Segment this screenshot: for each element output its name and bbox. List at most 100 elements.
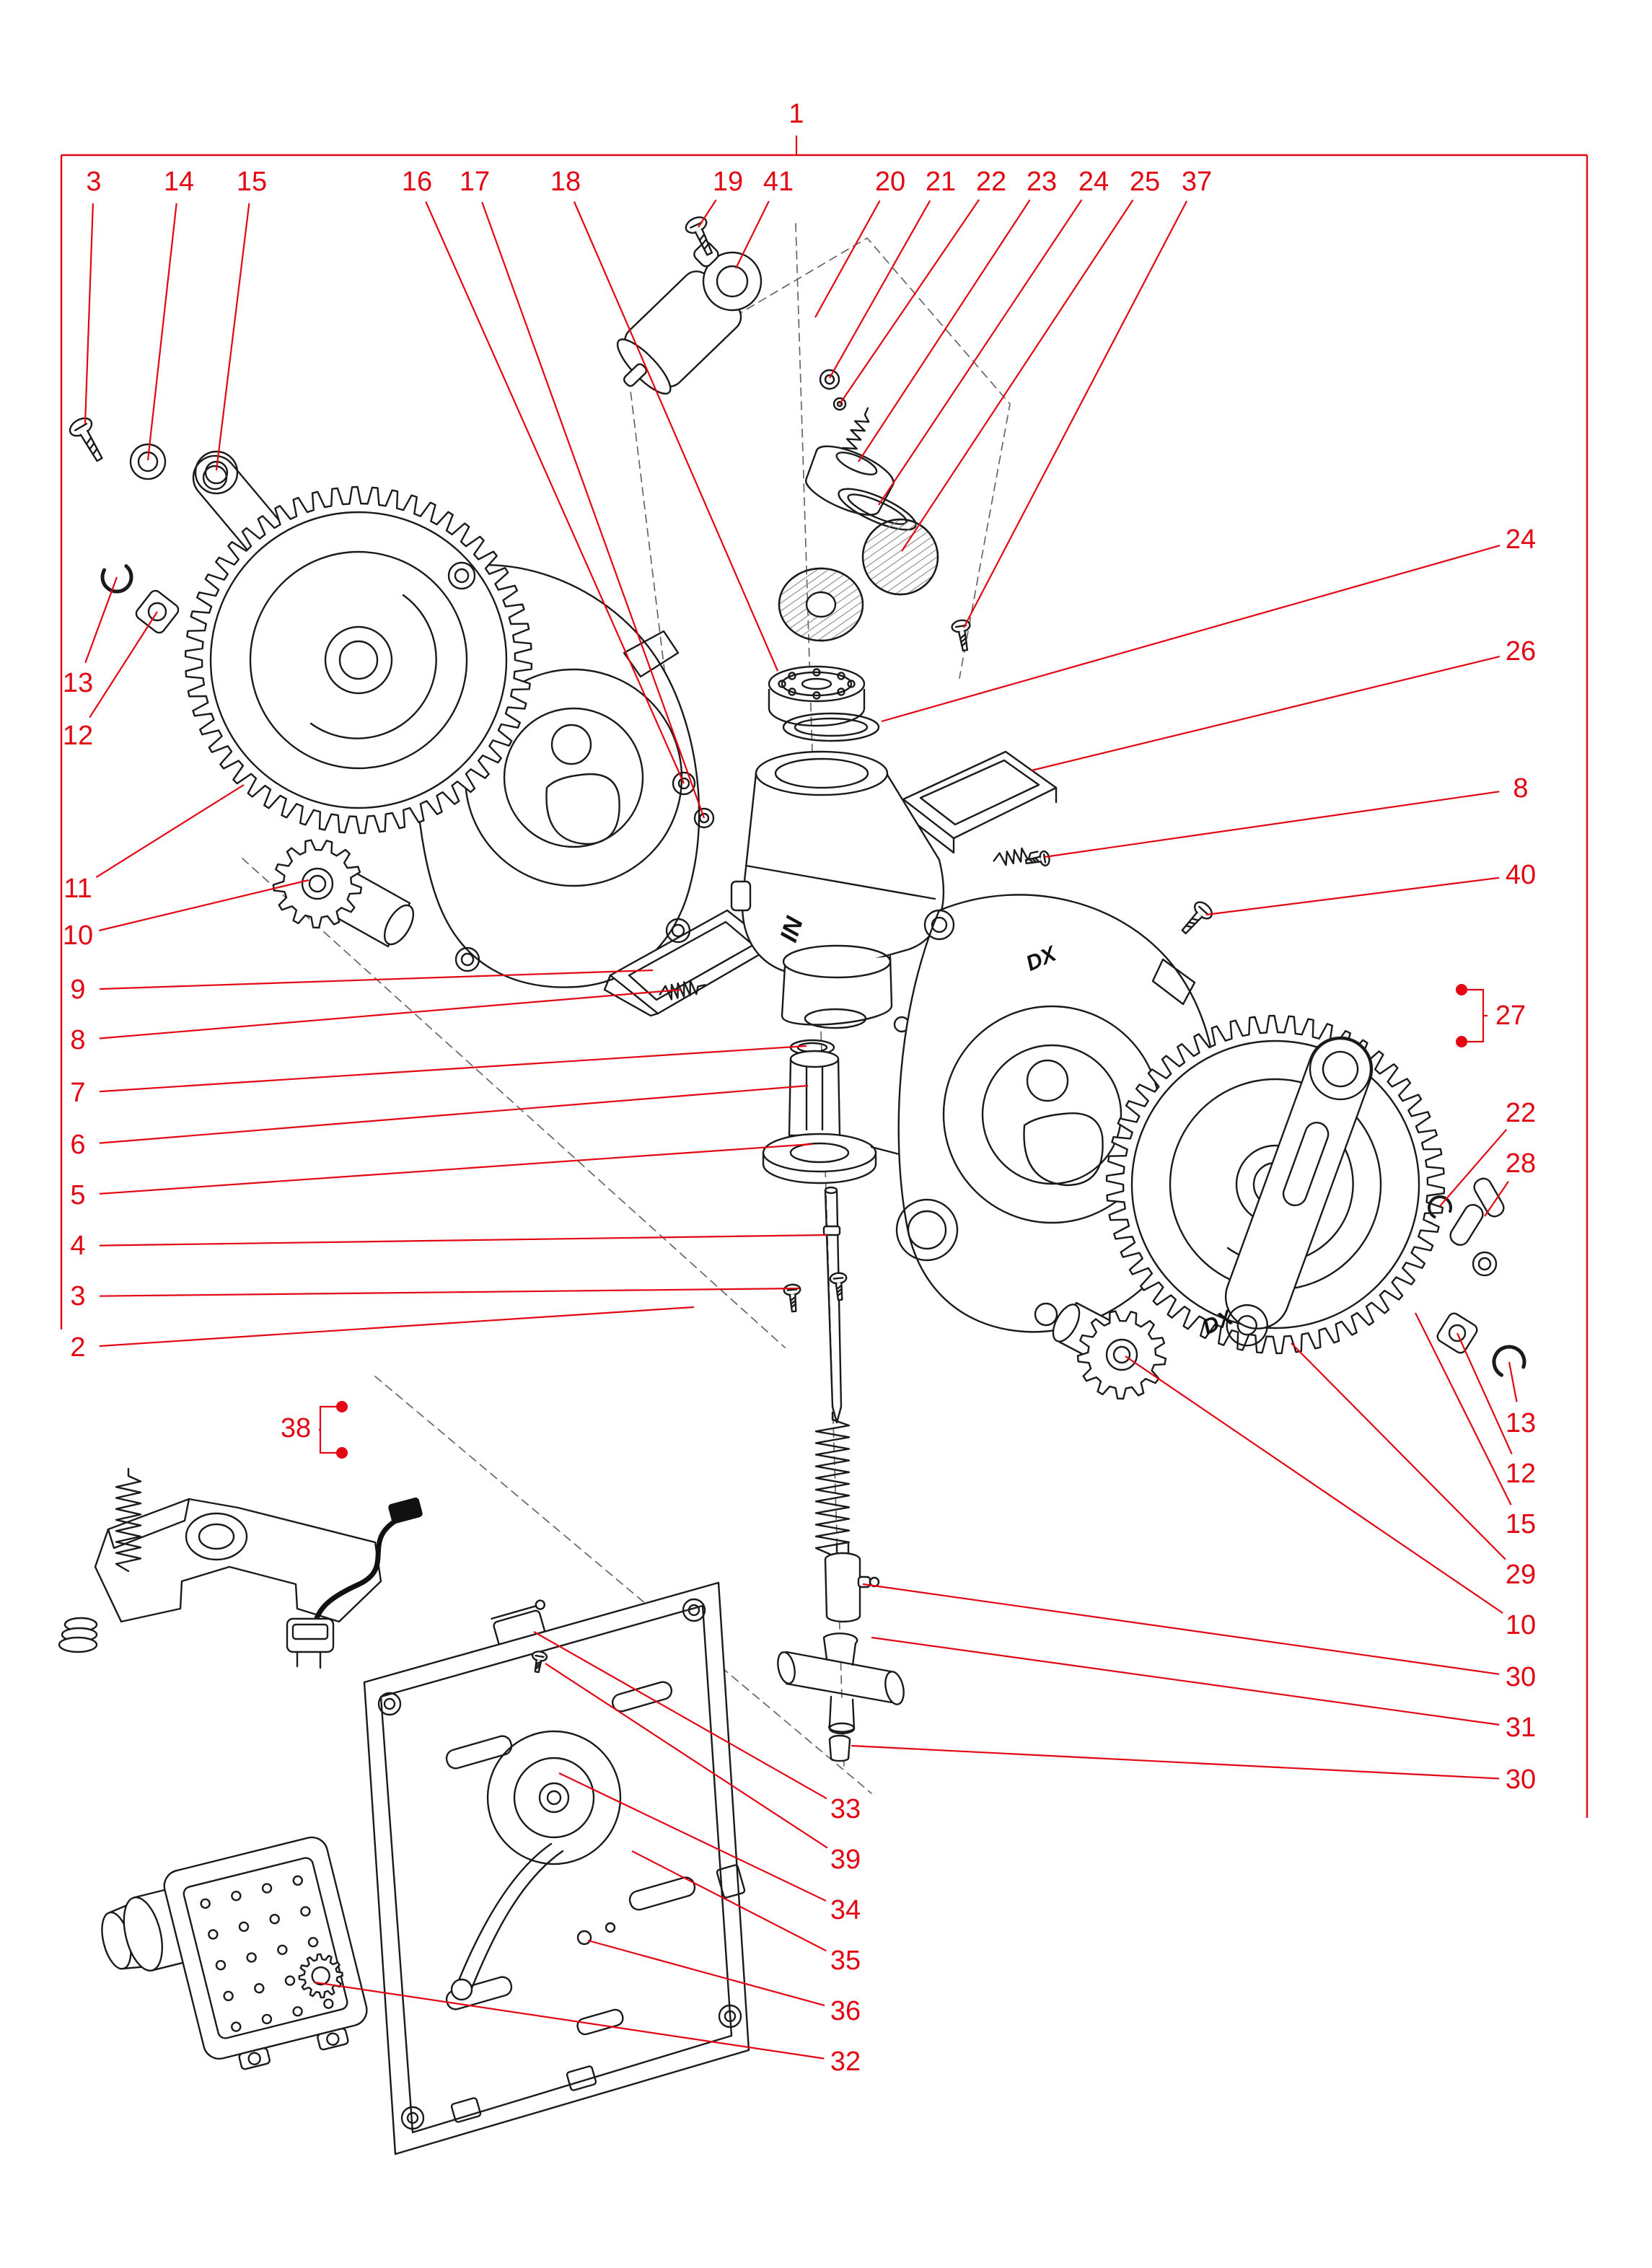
callout-40-19: 40 [1506,860,1536,890]
leader-line-17 [481,201,706,819]
callout-18-6: 18 [550,167,581,197]
leader-line-22 [839,199,980,405]
yoke-spring [115,1467,142,1573]
bracket-spring [993,847,1039,866]
frame-spring [659,980,706,1001]
leader-line-3 [99,1287,800,1297]
motor-shaft-knob [298,1953,343,1999]
leader-line-10 [1125,1355,1503,1614]
leader-bracket-27 [1462,988,1488,1043]
leader-line-16 [425,201,685,784]
leader-bracket-38 [319,1405,342,1454]
callout-27-20: 27 [1495,1001,1526,1031]
leader-line-3 [84,203,94,425]
leader-line-23 [858,199,1031,462]
motor-dot-grid [200,1875,334,2032]
callout-1-0: 1 [788,99,804,129]
leader-line-41 [735,201,770,269]
leader-line-35 [631,1850,827,1952]
leader-line-11 [95,784,245,879]
callout-dot [1456,1036,1467,1047]
callout-25-14: 25 [1130,167,1160,197]
leader-line-40 [1205,876,1500,916]
drive-unit [616,241,763,395]
callout-13-23: 13 [1506,1408,1536,1438]
callout-10-27: 10 [1506,1610,1536,1640]
callout-36-48: 36 [830,1996,861,2026]
leader-line-15 [1415,1312,1512,1506]
callout-5-39: 5 [70,1180,85,1210]
callout-19-7: 19 [713,167,743,197]
leader-line-32 [314,1981,825,2060]
leader-line-8 [1044,791,1500,858]
callout-15-25: 15 [1506,1509,1536,1539]
valve-tee [777,1632,905,1735]
leader-line-18 [573,201,779,672]
crank-handle [1449,1177,1505,1246]
main-spring [814,1411,851,1557]
membrane-disc [861,518,939,596]
callout-8-36: 8 [70,1025,85,1055]
bearing-assembly [768,665,866,727]
callout-3-41: 3 [70,1281,85,1311]
valve-cylinder [824,1542,880,1623]
callout-7-37: 7 [70,1078,85,1108]
callout-3-1: 3 [86,167,101,197]
leader-line-33 [533,1631,827,1800]
micro-sensor [286,1617,335,1669]
callout-14-2: 14 [164,167,194,197]
crank-arm [1224,1036,1374,1347]
callout-21-10: 21 [926,167,956,197]
o-ring-large [782,712,880,742]
callout-16-4: 16 [402,167,432,197]
leader-line-20 [814,200,881,318]
callout-37-15: 37 [1182,167,1212,197]
leader-line-29 [1291,1342,1506,1560]
leader-line-8 [99,988,682,1040]
leader-line-2 [99,1306,695,1348]
leader-line-19 [698,199,717,228]
callout-32-49: 32 [830,2047,861,2077]
lower-funnel [781,944,910,1033]
callout-20-9: 20 [875,167,905,197]
callout-28-22: 28 [1506,1148,1536,1179]
leader-line-26 [1031,656,1501,772]
leader-line-12 [89,611,158,718]
callout-26-17: 26 [1506,636,1536,667]
brew-housing [730,750,975,995]
leader-line-28 [1484,1181,1509,1217]
callout-8-18: 8 [1513,773,1528,804]
callout-dot [336,1447,348,1459]
callout-34-46: 34 [830,1895,861,1925]
leader-line-14 [146,203,177,461]
cable-assembly [286,1497,423,1669]
callout-23-12: 23 [1027,167,1057,197]
left-pinion-gear [272,839,362,929]
leader-line-34 [558,1772,827,1902]
callout-30-28: 30 [1506,1662,1536,1692]
callout-30-30: 30 [1506,1764,1536,1795]
leader-line-37 [963,201,1188,628]
callout-4-40: 4 [70,1231,85,1261]
callout-35-47: 35 [830,1946,861,1976]
leader-line-4 [99,1234,827,1247]
left-gear-wheel [184,485,533,835]
leader-line-24 [881,545,1501,723]
push-rod [822,1186,843,1424]
callout-6-38: 6 [70,1130,85,1160]
leader-line-9 [99,969,654,990]
leader-line-25 [901,199,1134,552]
callout-17-5: 17 [460,167,490,197]
callout-24-13: 24 [1078,167,1109,197]
leader-line-39 [545,1663,828,1849]
callout-dot [1456,984,1467,995]
piston-flange [762,1133,915,1184]
leader-line-31 [871,1636,1500,1726]
leader-line-5 [99,1143,813,1195]
leader-line-22 [1439,1128,1508,1207]
right-pinion-gear [1076,1310,1166,1400]
gearmotor [101,1836,368,2070]
